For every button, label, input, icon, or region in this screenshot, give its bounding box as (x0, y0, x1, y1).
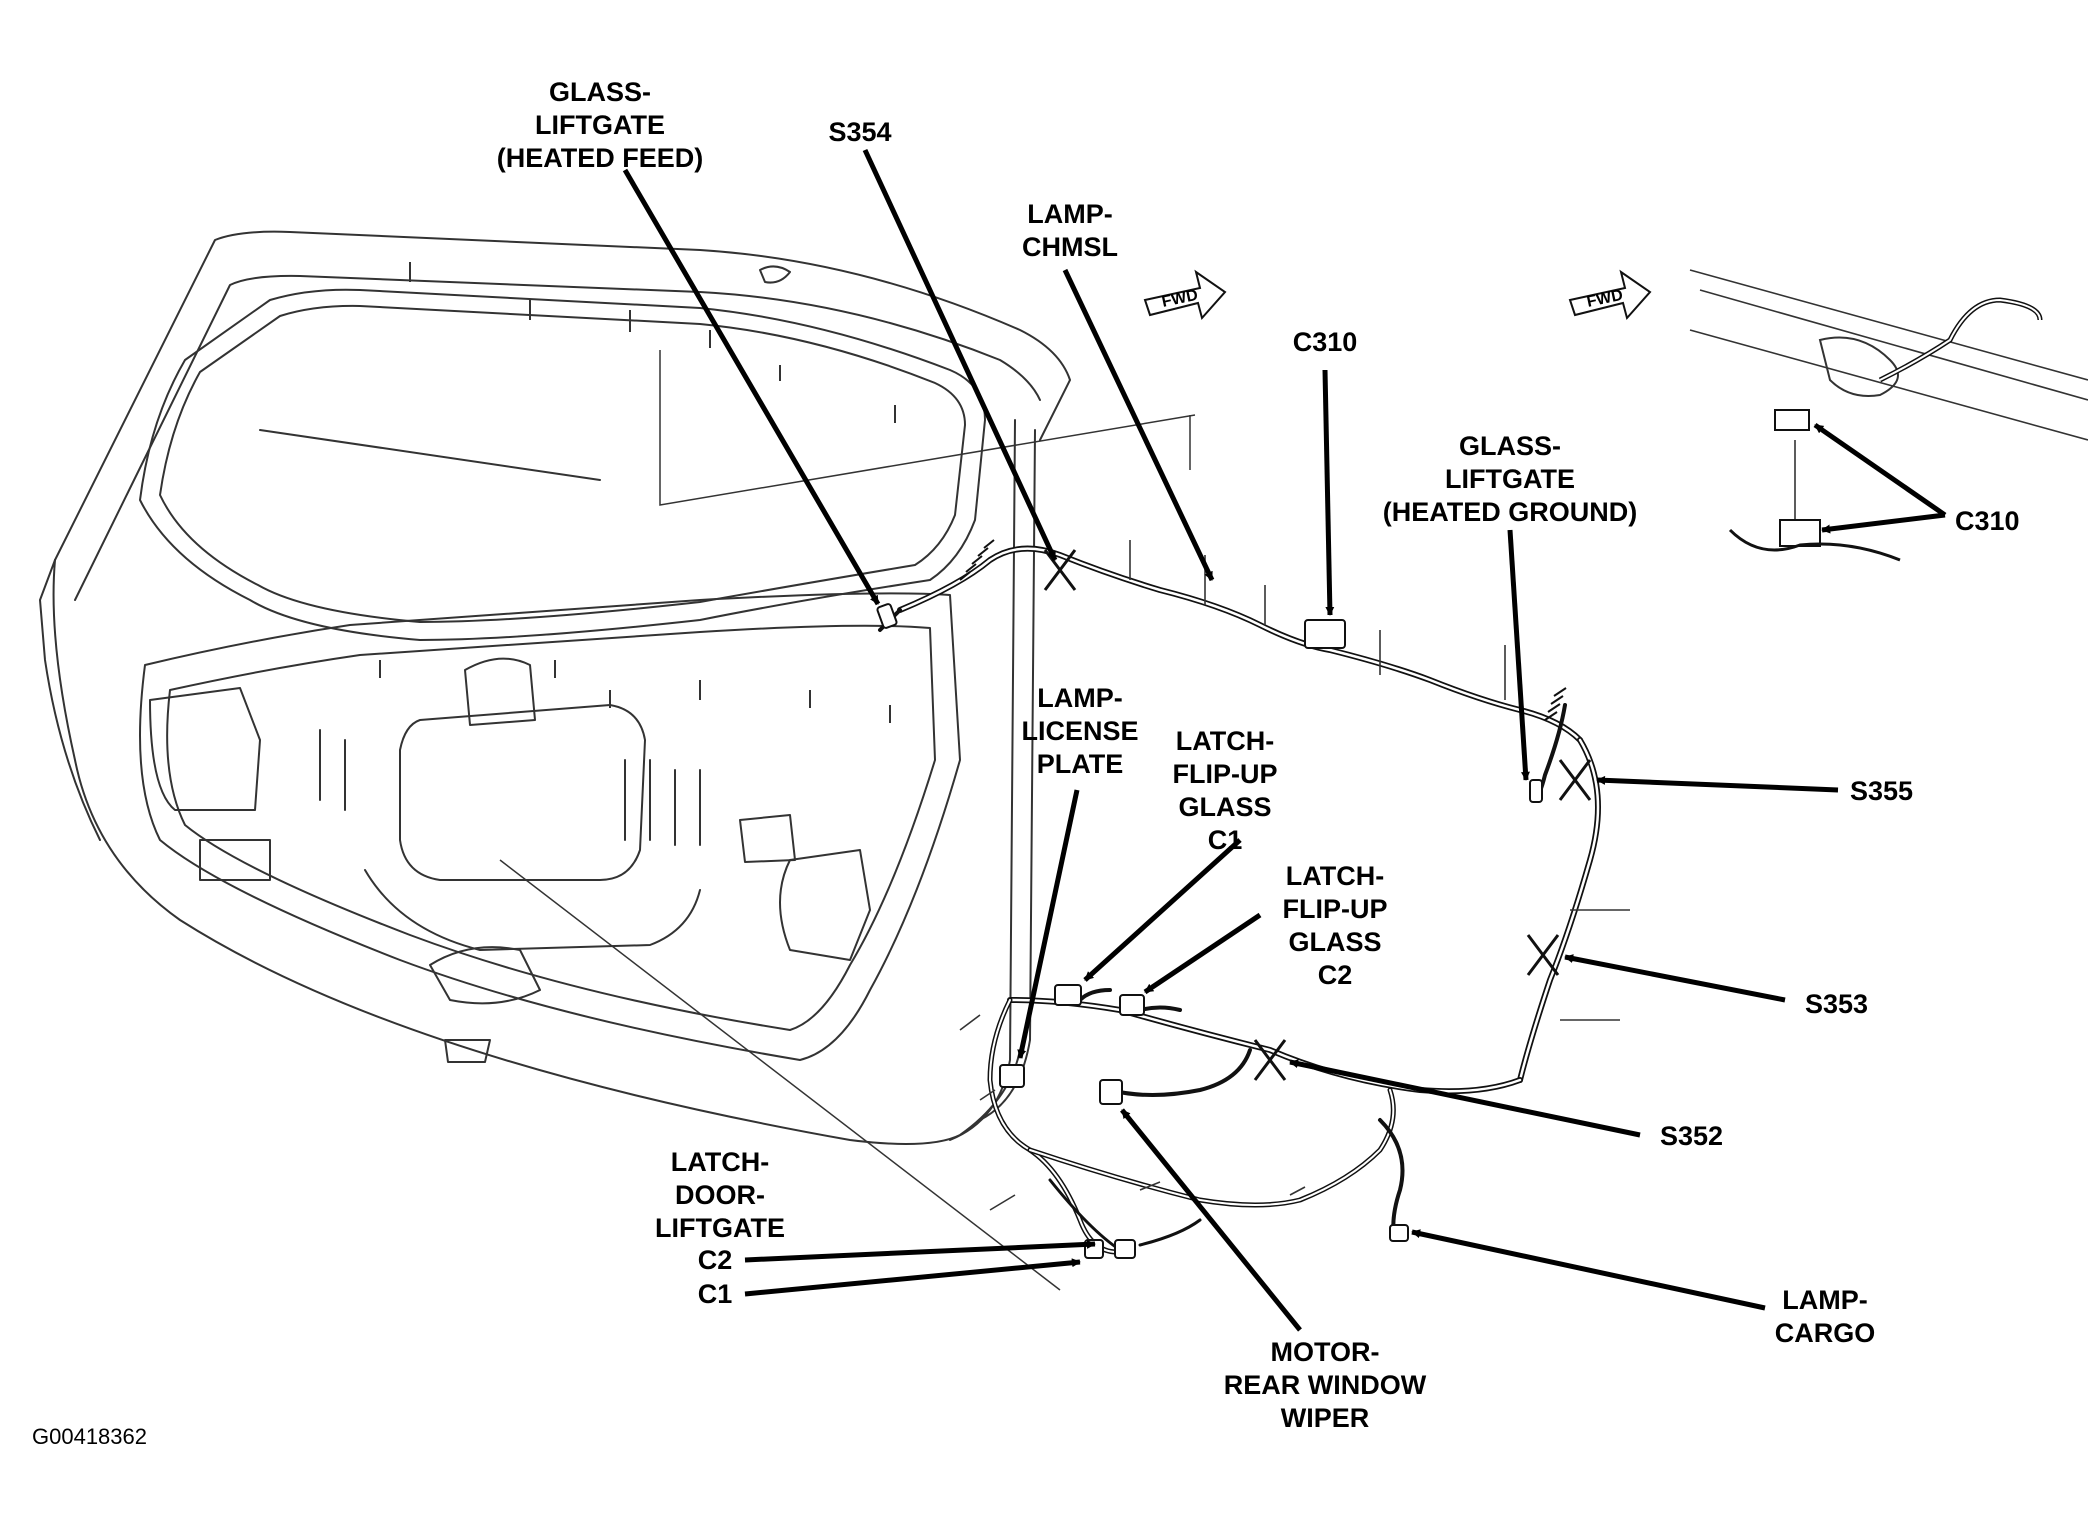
arrow-door-c2 (744, 1239, 1096, 1263)
label-line: REAR WINDOW (1223, 1370, 1427, 1400)
arrow-c310-inset-a (1813, 422, 1947, 518)
label-line: GLASS (1178, 792, 1272, 822)
liftgate-body (39, 230, 1071, 1145)
arrow-s354 (862, 148, 1058, 562)
label-s354: S354 (800, 116, 920, 149)
label-line: GLASS- (1458, 431, 1561, 461)
arrow-motor (1120, 1108, 1302, 1332)
label-lamp-chmsl: LAMP- CHMSL (1000, 198, 1140, 264)
label-c310-main: C310 (1270, 326, 1380, 359)
arrow-lamp-license (1017, 789, 1080, 1059)
arrow-s352 (1289, 1059, 1641, 1138)
label-glass-liftgate-heated-feed: GLASS- LIFTGATE (HEATED FEED) (470, 76, 730, 175)
label-s352: S352 (1660, 1120, 1770, 1153)
arrow-latch-c1 (1083, 838, 1242, 982)
arrow-s353 (1564, 954, 1786, 1003)
arrow-c310-inset-b (1821, 512, 1946, 534)
label-lamp-cargo: LAMP- CARGO (1760, 1284, 1890, 1350)
arrow-c310-main (1322, 369, 1335, 616)
label-line: LATCH- (670, 1147, 770, 1177)
label-line: C2 (1317, 960, 1353, 990)
label-line: GLASS (1288, 927, 1382, 957)
label-line: S355 (1850, 776, 1914, 806)
detail-leader-lines (499, 350, 1196, 1291)
label-line: C2 (697, 1245, 733, 1275)
wire-harness (878, 545, 1601, 1255)
label-line: LATCH- (1285, 861, 1385, 891)
fwd-arrow-right: FWD (1568, 269, 1652, 321)
label-line: LATCH- (1175, 726, 1275, 756)
label-line: LIFTGATE (655, 1213, 785, 1243)
label-glass-liftgate-heated-ground: GLASS- LIFTGATE (HEATED GROUND) (1360, 430, 1660, 529)
label-c310-inset: C310 (1955, 505, 2065, 538)
label-line: C1 (697, 1279, 733, 1309)
splice-marks (1043, 549, 1592, 1081)
arrow-lamp-chmsl (1062, 268, 1215, 582)
label-latch-door-c2: C2 (685, 1244, 745, 1277)
label-latch-door-liftgate: LATCH- DOOR- LIFTGATE (640, 1146, 800, 1245)
label-line: S354 (828, 117, 892, 147)
fwd-arrow-left: FWD (1143, 269, 1227, 321)
convoluted-tubing (959, 539, 1567, 721)
connectors (876, 603, 1543, 1259)
fwd-text-right: FWD (1585, 287, 1624, 311)
label-latch-flip-up-glass-c1: LATCH- FLIP-UP GLASS C1 (1155, 725, 1295, 857)
label-s355: S355 (1850, 775, 1960, 808)
label-line: LIFTGATE (1445, 464, 1575, 494)
label-line: LICENSE (1021, 716, 1139, 746)
arrow-door-c1 (744, 1258, 1081, 1297)
label-line: PLATE (1036, 749, 1124, 779)
label-line: LAMP- (1027, 199, 1113, 229)
figure-id: G00418362 (32, 1424, 147, 1449)
clip-marks (379, 262, 896, 723)
label-line: LAMP- (1782, 1285, 1868, 1315)
label-motor-rear-window-wiper: MOTOR- REAR WINDOW WIPER (1200, 1336, 1450, 1435)
label-latch-flip-up-glass-c2: LATCH- FLIP-UP GLASS C2 (1265, 860, 1405, 992)
label-line: CHMSL (1022, 232, 1118, 262)
label-line: MOTOR- (1270, 1337, 1380, 1367)
label-line: LAMP- (1037, 683, 1123, 713)
label-line: CARGO (1774, 1318, 1876, 1348)
label-line: (HEATED GROUND) (1382, 497, 1638, 527)
label-line: (HEATED FEED) (496, 143, 704, 173)
callout-arrows (622, 148, 1947, 1332)
label-line: C310 (1955, 506, 2020, 536)
label-line: GLASS- (548, 77, 651, 107)
c310-inset-detail (1689, 269, 2088, 562)
label-line: WIPER (1280, 1403, 1370, 1433)
fwd-text-left: FWD (1160, 287, 1199, 311)
label-line: S353 (1805, 989, 1869, 1019)
arrow-s355 (1596, 775, 1839, 793)
label-line: S352 (1660, 1121, 1724, 1151)
arrow-glass-feed (622, 168, 881, 606)
label-line: DOOR- (675, 1180, 765, 1210)
label-line: LIFTGATE (535, 110, 665, 140)
label-line: C1 (1207, 825, 1243, 855)
label-lamp-license-plate: LAMP- LICENSE PLATE (1010, 682, 1150, 781)
arrow-latch-c2 (1143, 912, 1262, 995)
label-latch-door-c1: C1 (685, 1278, 745, 1311)
label-s353: S353 (1805, 988, 1915, 1021)
arrow-glass-ground (1507, 529, 1530, 781)
arrow-lamp-cargo (1411, 1229, 1766, 1311)
label-line: FLIP-UP (1172, 759, 1278, 789)
label-line: FLIP-UP (1282, 894, 1388, 924)
label-line: C310 (1292, 327, 1358, 357)
